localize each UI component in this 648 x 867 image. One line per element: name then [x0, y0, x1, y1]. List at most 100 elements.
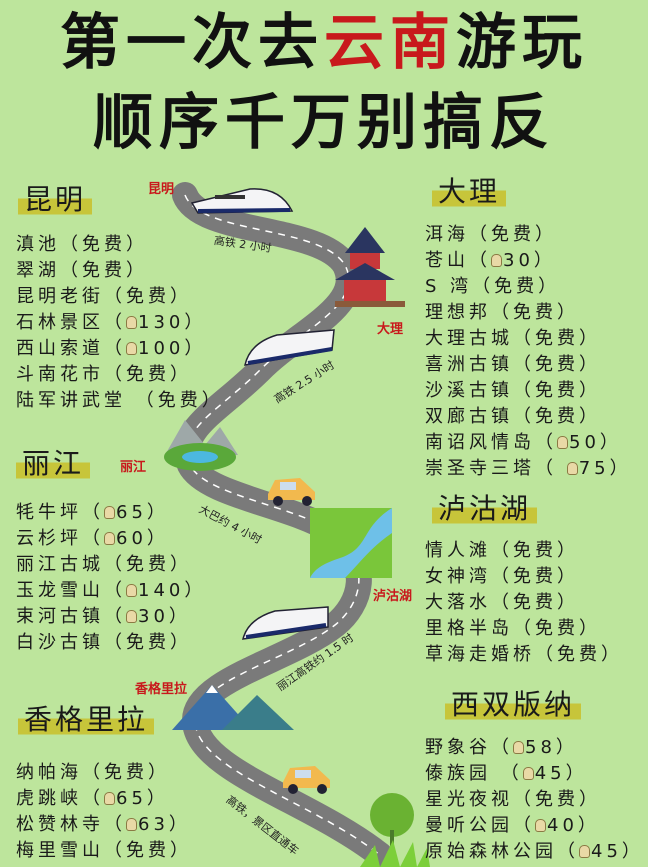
money-bag-icon [126, 818, 137, 831]
attraction-item: 星光夜视（免费） [425, 787, 644, 813]
attraction-name: 女神湾（免费） [425, 566, 579, 587]
attraction-name: 束河古镇（ [16, 606, 126, 627]
money-bag-icon [126, 342, 137, 355]
money-bag-icon [126, 316, 137, 329]
ticket-price: 58） [525, 737, 578, 758]
attraction-item: 滇池（免费） [16, 232, 224, 258]
section-title-shangrila: 香格里拉 [18, 703, 155, 737]
attraction-name: 陆军讲武堂 （免费） [16, 390, 224, 411]
mountain-lake-icon [164, 420, 238, 471]
ticket-price: 65） [116, 788, 169, 809]
ticket-price: 40） [547, 815, 600, 836]
attraction-item: 洱海（免费） [425, 222, 632, 248]
attraction-list-shangrila: 纳帕海（免费）虎跳峡（ 65） 松赞林寺（ 63） 梅里雪山（免费） [16, 760, 192, 864]
attraction-list-dali: 洱海（免费）苍山（ 30） S 湾（免费） 理想邦（免费） 大理古城（免费） 喜洲古镇（免… [425, 222, 632, 482]
attraction-name: 崇圣寺三塔（ [425, 458, 567, 479]
attraction-name: 斗南花市（免费） [16, 364, 192, 385]
title-line-2: 顺序千万别搞反 [93, 88, 555, 158]
mountain-icon [172, 685, 294, 730]
attraction-name: 丽江古城（免费） [16, 554, 192, 575]
river-icon [310, 508, 392, 578]
attraction-item: 翠湖（免费） [16, 258, 224, 284]
attraction-name: 梅里雪山（免费） [16, 840, 192, 861]
attraction-item: 牦牛坪（65） [16, 500, 206, 526]
section-title-xishuangbanna: 西双版纳 [445, 688, 582, 722]
money-bag-icon [126, 584, 137, 597]
attraction-name: 曼听公园（ [425, 815, 535, 836]
ticket-price: 63） [138, 814, 191, 835]
title-text: 游玩 [456, 8, 588, 78]
ticket-price: 60） [116, 528, 169, 549]
ticket-price: 130） [138, 312, 207, 333]
city-label-dali: 大理 [377, 322, 404, 337]
ticket-price: 45） [591, 841, 644, 862]
attraction-item: 斗南花市（免费） [16, 362, 224, 388]
train-icon [242, 606, 329, 640]
attraction-item: 玉龙雪山（ 140） [16, 578, 206, 604]
attraction-name: 西山索道（ [16, 338, 126, 359]
ticket-price: 45） [534, 763, 588, 784]
attraction-item: 西山索道（ 100） [16, 336, 224, 362]
money-bag-icon [535, 819, 546, 832]
attraction-name: 虎跳峡（ [16, 788, 104, 809]
title-text: 第一次去 [60, 8, 324, 78]
section-title-lugu: 泸沽湖 [432, 492, 538, 526]
attraction-name: 原始森林公园（ [425, 841, 579, 862]
attraction-name: 双廊古镇（免费） [425, 406, 601, 427]
attraction-item: 石林景区（ 130） [16, 310, 224, 336]
attraction-name: 里格半岛（免费） [425, 618, 601, 639]
attraction-item: 大落水（免费） [425, 590, 623, 616]
attraction-item: 大理古城（免费） [425, 326, 632, 352]
attraction-item: 梅里雪山（免费） [16, 838, 192, 864]
ticket-price: 50） [569, 432, 622, 453]
attraction-name: 白沙古镇（免费） [16, 632, 192, 653]
attraction-name: 昆明老街（免费） [16, 286, 192, 307]
money-bag-icon [104, 506, 115, 519]
attraction-item: 南诏风情岛（50） [425, 430, 632, 456]
attraction-name: 星光夜视（免费） [425, 789, 601, 810]
attraction-name: S 湾（免费） [425, 276, 561, 297]
money-bag-icon [566, 462, 578, 475]
attraction-item: S 湾（免费） [425, 274, 632, 300]
attraction-name: 云杉坪（ [16, 528, 104, 549]
attraction-name: 松赞林寺（ [16, 814, 126, 835]
attraction-item: 喜洲古镇（免费） [425, 352, 632, 378]
attraction-name: 大落水（免费） [425, 592, 579, 613]
ticket-price: 30） [503, 250, 556, 271]
attraction-item: 虎跳峡（ 65） [16, 786, 192, 812]
money-bag-icon [104, 532, 115, 545]
attraction-name: 玉龙雪山（ [16, 580, 126, 601]
attraction-name: 沙溪古镇（免费） [425, 380, 601, 401]
attraction-item: 女神湾（免费） [425, 564, 623, 590]
attraction-name: 大理古城（免费） [425, 328, 601, 349]
attraction-item: 情人滩（免费） [425, 538, 623, 564]
money-bag-icon [513, 741, 524, 754]
ticket-price: 100） [138, 338, 207, 359]
attraction-item: 曼听公园（ 40） [425, 813, 644, 839]
attraction-item: 白沙古镇（免费） [16, 630, 206, 656]
attraction-name: 理想邦（免费） [425, 302, 579, 323]
title-highlight: 云南 [324, 8, 456, 78]
attraction-item: 草海走婚桥（免费） [425, 642, 623, 668]
attraction-item: 陆军讲武堂 （免费） [16, 388, 224, 414]
money-bag-icon [522, 767, 534, 780]
attraction-item: 傣族园 （45） [425, 761, 644, 787]
attraction-item: 昆明老街（免费） [16, 284, 224, 310]
ticket-price: 140） [138, 580, 207, 601]
train-icon [190, 188, 294, 214]
attraction-list-kunming: 滇池（免费）翠湖（免费）昆明老街（免费） 石林景区（ 130） 西山索道（ 100） 斗南… [16, 232, 224, 414]
attraction-list-lijiang: 牦牛坪（65）云杉坪（60）丽江古城（免费）玉龙雪山（140）束河古镇（30）白… [16, 500, 206, 656]
attraction-item: 云杉坪（ 60） [16, 526, 206, 552]
train-icon [244, 329, 335, 366]
attraction-list-xishuangbanna: 野象谷（58）傣族园 （45）星光夜视（免费）曼听公园（40）原始森林公园（45… [425, 735, 644, 865]
attraction-item: 纳帕海（免费） [16, 760, 192, 786]
attraction-list-lugu: 情人滩（免费） 女神湾（免费） 大落水（免费） 里格半岛（免费） 草海走婚桥（免费） [425, 538, 623, 668]
attraction-name: 苍山（ [425, 250, 491, 271]
attraction-item: 丽江古城（免费） [16, 552, 206, 578]
attraction-item: 里格半岛（免费） [425, 616, 623, 642]
attraction-name: 牦牛坪（ [16, 502, 104, 523]
car-icon [268, 478, 315, 506]
attraction-name: 情人滩（免费） [425, 540, 579, 561]
section-title-lijiang: 丽江 [16, 447, 91, 481]
attraction-name: 石林景区（ [16, 312, 126, 333]
